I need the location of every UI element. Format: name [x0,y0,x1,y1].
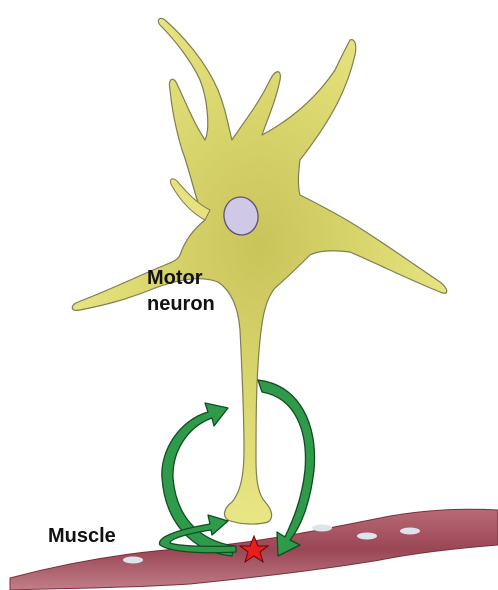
motor-neuron [72,18,447,524]
muscle-nucleus [123,557,143,564]
muscle-nucleus [357,533,377,540]
feedback-arrows [159,380,314,556]
motor-neuron-body [72,18,447,524]
muscle-nucleus [400,528,420,535]
muscle-label: Muscle [48,525,116,547]
motor-neuron-label-line2: neuron [147,293,215,315]
arrow-right-loop [258,380,315,556]
muscle-nucleus [312,525,332,532]
motor-neuron-label-line1: Motor [147,267,203,289]
